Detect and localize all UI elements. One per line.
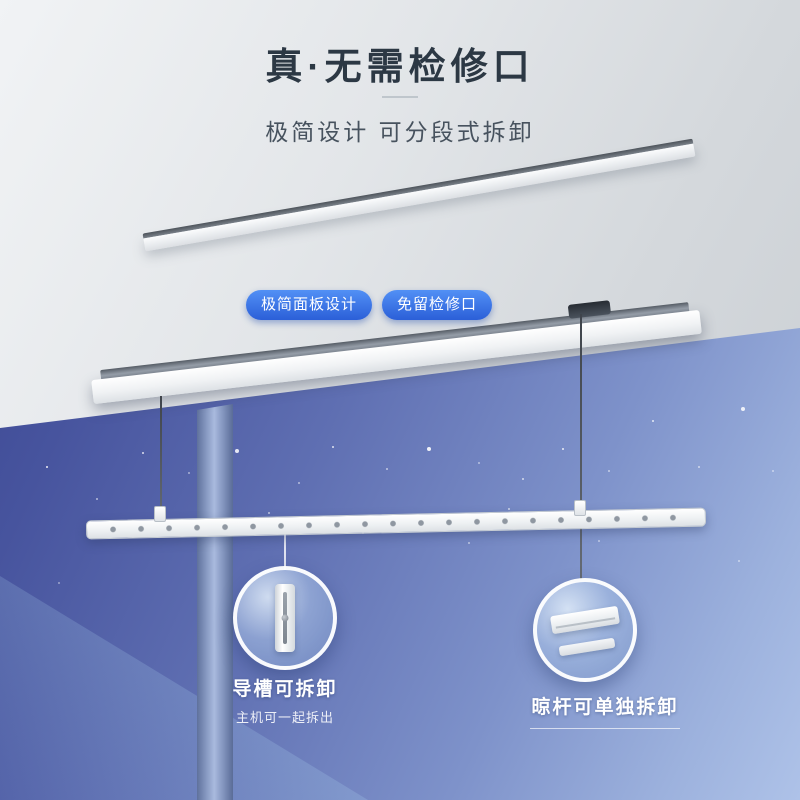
rod-clamp-left (154, 506, 166, 522)
poster-subtitle: 极简设计 可分段式拆卸 (265, 119, 535, 145)
poster-title: 真·无需检修口 (265, 46, 535, 87)
callout-left: 导槽可拆卸 主机可一起拆出 (185, 674, 385, 726)
rod-separated-detail (558, 637, 616, 657)
stars-decoration (0, 0, 2, 2)
callout-right-title: 晾杆可单独拆卸 (531, 697, 679, 718)
rod-clamp-right (574, 500, 586, 516)
magnifier-callout-left (233, 566, 337, 670)
title-divider (382, 96, 418, 98)
rod-end-detail (550, 606, 620, 635)
badge-no-access-port: 免留检修口 (382, 290, 493, 320)
magnifier-callout-right (533, 578, 637, 682)
rod-groove-detail (555, 617, 616, 629)
leader-line-left (284, 532, 286, 570)
support-pole (197, 404, 233, 800)
callout-right-underline (530, 728, 680, 729)
callout-left-subtitle: 主机可一起拆出 (235, 710, 334, 725)
callout-right: 晾杆可单独拆卸 (500, 692, 710, 729)
hanging-wire-right (580, 314, 582, 580)
feature-badges: 极简面板设计 免留检修口 (246, 290, 493, 320)
hanging-wire-left (160, 396, 162, 522)
channel-screw-detail (281, 614, 289, 622)
callout-left-title: 导槽可拆卸 (232, 679, 338, 700)
badge-minimal-panel: 极简面板设计 (246, 290, 373, 320)
guide-channel-detail (275, 584, 295, 652)
